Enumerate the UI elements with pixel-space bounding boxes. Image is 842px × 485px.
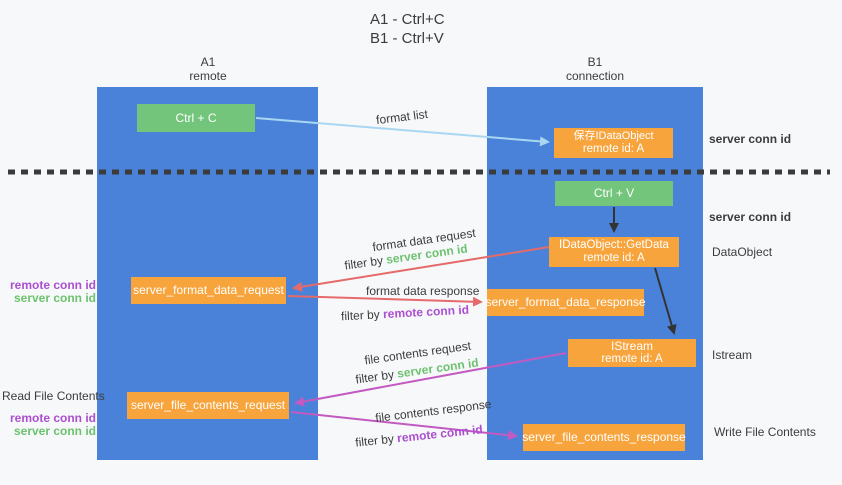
ctrl-c-node: Ctrl + C: [137, 104, 255, 132]
server-conn-id-note-top: server conn id: [709, 132, 792, 146]
remote-conn-id-note: remote conn id: [9, 411, 96, 425]
server-conn-id-note: server conn id: [13, 424, 96, 438]
getdata-line2: remote id: A: [583, 252, 645, 264]
format-response-label: server_format_data_response: [485, 295, 646, 309]
istream-node: IStream remote id: A: [568, 339, 696, 367]
filter-by-text: filter by: [354, 366, 399, 387]
filter-by-text: filter by: [340, 307, 384, 324]
istream-note: Istream: [712, 348, 753, 362]
save-idataobject-line1: 保存IDataObject: [573, 130, 654, 142]
ctrl-v-label: Ctrl + V: [593, 186, 635, 200]
format-data-response-label: format data response: [366, 284, 480, 298]
conn-id-note-left-top: remote conn id server conn id: [8, 279, 96, 305]
remote-conn-id-text: remote conn id: [382, 302, 470, 322]
istream-line2: remote id: A: [601, 353, 663, 365]
file-response-label: server_file_contents_response: [522, 430, 686, 444]
dataobject-note: DataObject: [712, 245, 773, 259]
lane-a1-subtitle: remote: [189, 69, 227, 83]
server-format-data-response-node: server_format_data_response: [485, 289, 646, 316]
server-file-contents-request-node: server_file_contents_request: [127, 392, 289, 419]
ctrl-c-label: Ctrl + C: [175, 110, 217, 125]
server-conn-id-note: server conn id: [13, 291, 96, 305]
conn-id-note-left-bottom: remote conn id server conn id: [8, 412, 96, 438]
server-conn-id-note-mid: server conn id: [709, 210, 792, 224]
format-request-label: server_format_data_request: [133, 283, 284, 297]
file-request-label: server_file_contents_request: [130, 398, 286, 412]
file-contents-response-filter-label: filter by remote conn id: [355, 422, 484, 449]
lane-a1-name: A1: [200, 55, 216, 69]
read-file-contents-note: Read File Contents: [2, 389, 105, 403]
write-file-contents-note: Write File Contents: [714, 425, 816, 439]
server-file-contents-response-node: server_file_contents_response: [522, 424, 686, 451]
remote-conn-id-text: remote conn id: [396, 422, 484, 446]
format-list-label: format list: [375, 106, 429, 128]
lane-b1-subtitle: connection: [565, 69, 625, 83]
remote-conn-id-note: remote conn id: [9, 278, 96, 292]
ctrl-v-node: Ctrl + V: [555, 181, 673, 206]
lane-b1-name: B1: [587, 55, 603, 69]
idataobject-getdata-node: IDataObject::GetData remote id: A: [549, 237, 679, 267]
file-contents-response-label: file contents response: [374, 396, 493, 426]
getdata-line1: IDataObject::GetData: [559, 239, 669, 251]
save-idataobject-line2: remote id: A: [582, 143, 645, 155]
server-format-data-request-node: server_format_data_request: [131, 277, 286, 304]
istream-line1: IStream: [610, 339, 653, 353]
lane-header-b1: B1 connection: [525, 55, 665, 83]
format-data-response-filter-label: filter by remote conn id: [341, 303, 470, 324]
lane-header-a1: A1 remote: [138, 55, 278, 83]
save-idataobject-node: 保存IDataObject remote id: A: [554, 128, 673, 158]
diagram-title: A1 - Ctrl+C B1 - Ctrl+V: [370, 10, 445, 48]
filter-by-text: filter by: [354, 431, 398, 450]
title-line-1: A1 - Ctrl+C: [370, 11, 445, 28]
title-line-2: B1 - Ctrl+V: [370, 30, 444, 47]
filter-by-text: filter by: [343, 252, 388, 273]
